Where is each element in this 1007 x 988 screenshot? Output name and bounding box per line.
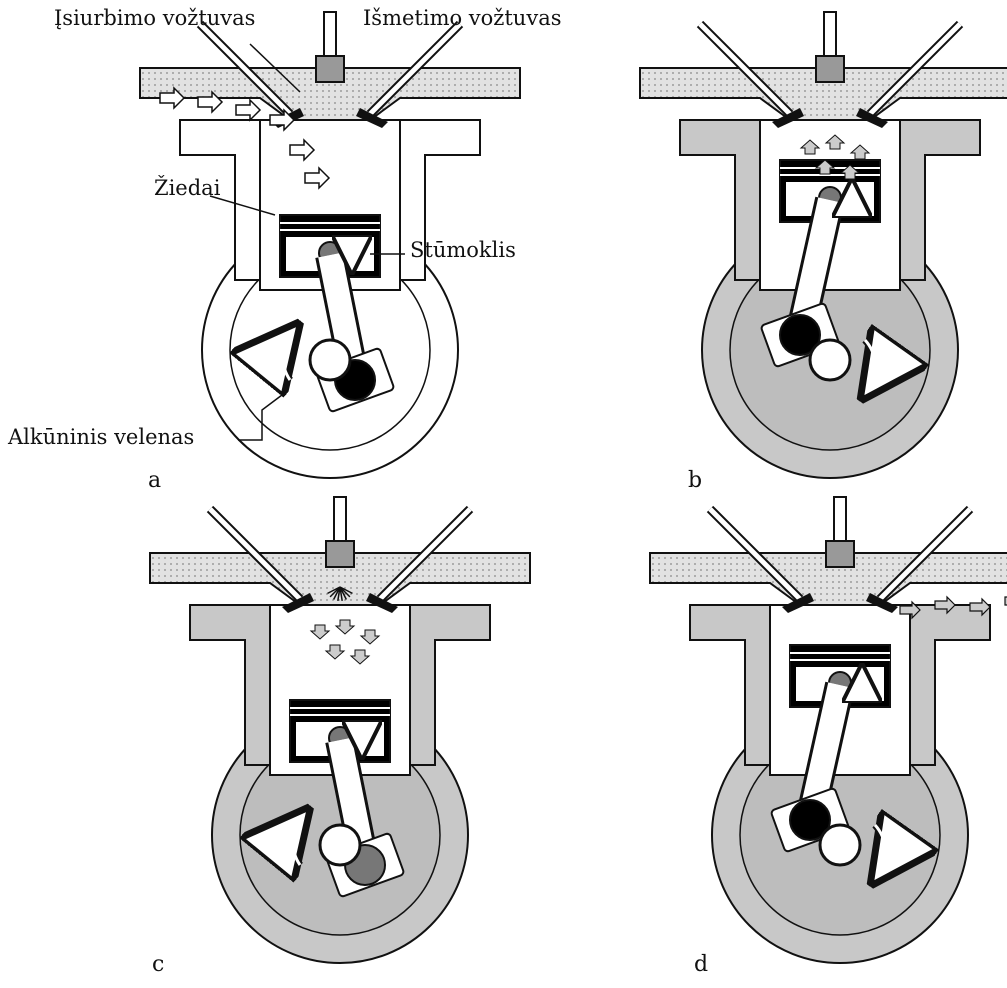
spark-plug-nut xyxy=(816,56,844,82)
exhaust-valve-label: Išmetimo vožtuvas xyxy=(363,6,562,30)
cylinder-wall-left xyxy=(690,605,770,765)
spark-plug xyxy=(324,12,336,60)
intake-flow-arrow xyxy=(236,100,260,120)
cylinder-wall-right xyxy=(900,120,980,280)
panel-letter-a: a xyxy=(148,468,161,493)
spark-plug xyxy=(824,12,836,60)
spark-plug-nut xyxy=(326,541,354,567)
panel-letter-b: b xyxy=(688,468,702,493)
cylinder-wall-left xyxy=(190,605,270,765)
cylinder-wall-left xyxy=(180,120,260,280)
cylinder-wall-right xyxy=(410,605,490,765)
panel-letter-c: c xyxy=(152,952,164,977)
spark-plug-nut xyxy=(826,541,854,567)
spark-plug xyxy=(834,497,846,545)
spark-plug-nut xyxy=(316,56,344,82)
cylinder-wall-left xyxy=(680,120,760,280)
engine-panel-b xyxy=(640,12,1007,478)
piston-label: Stūmoklis xyxy=(410,238,516,262)
engine-panel-c xyxy=(150,497,530,963)
crankshaft-center xyxy=(320,825,360,865)
crankshaft-center xyxy=(310,340,350,380)
crankshaft-label: Alkūninis velenas xyxy=(8,425,194,449)
intake-valve-label: Įsiurbimo vožtuvas xyxy=(54,6,255,30)
engine-panel-d xyxy=(650,497,1007,963)
spark-plug xyxy=(334,497,346,545)
rings-label: Žiedai xyxy=(154,176,220,200)
panel-letter-d: d xyxy=(694,952,708,977)
cylinder-wall-right xyxy=(910,605,990,765)
crankshaft-center xyxy=(810,340,850,380)
crankshaft-center xyxy=(820,825,860,865)
